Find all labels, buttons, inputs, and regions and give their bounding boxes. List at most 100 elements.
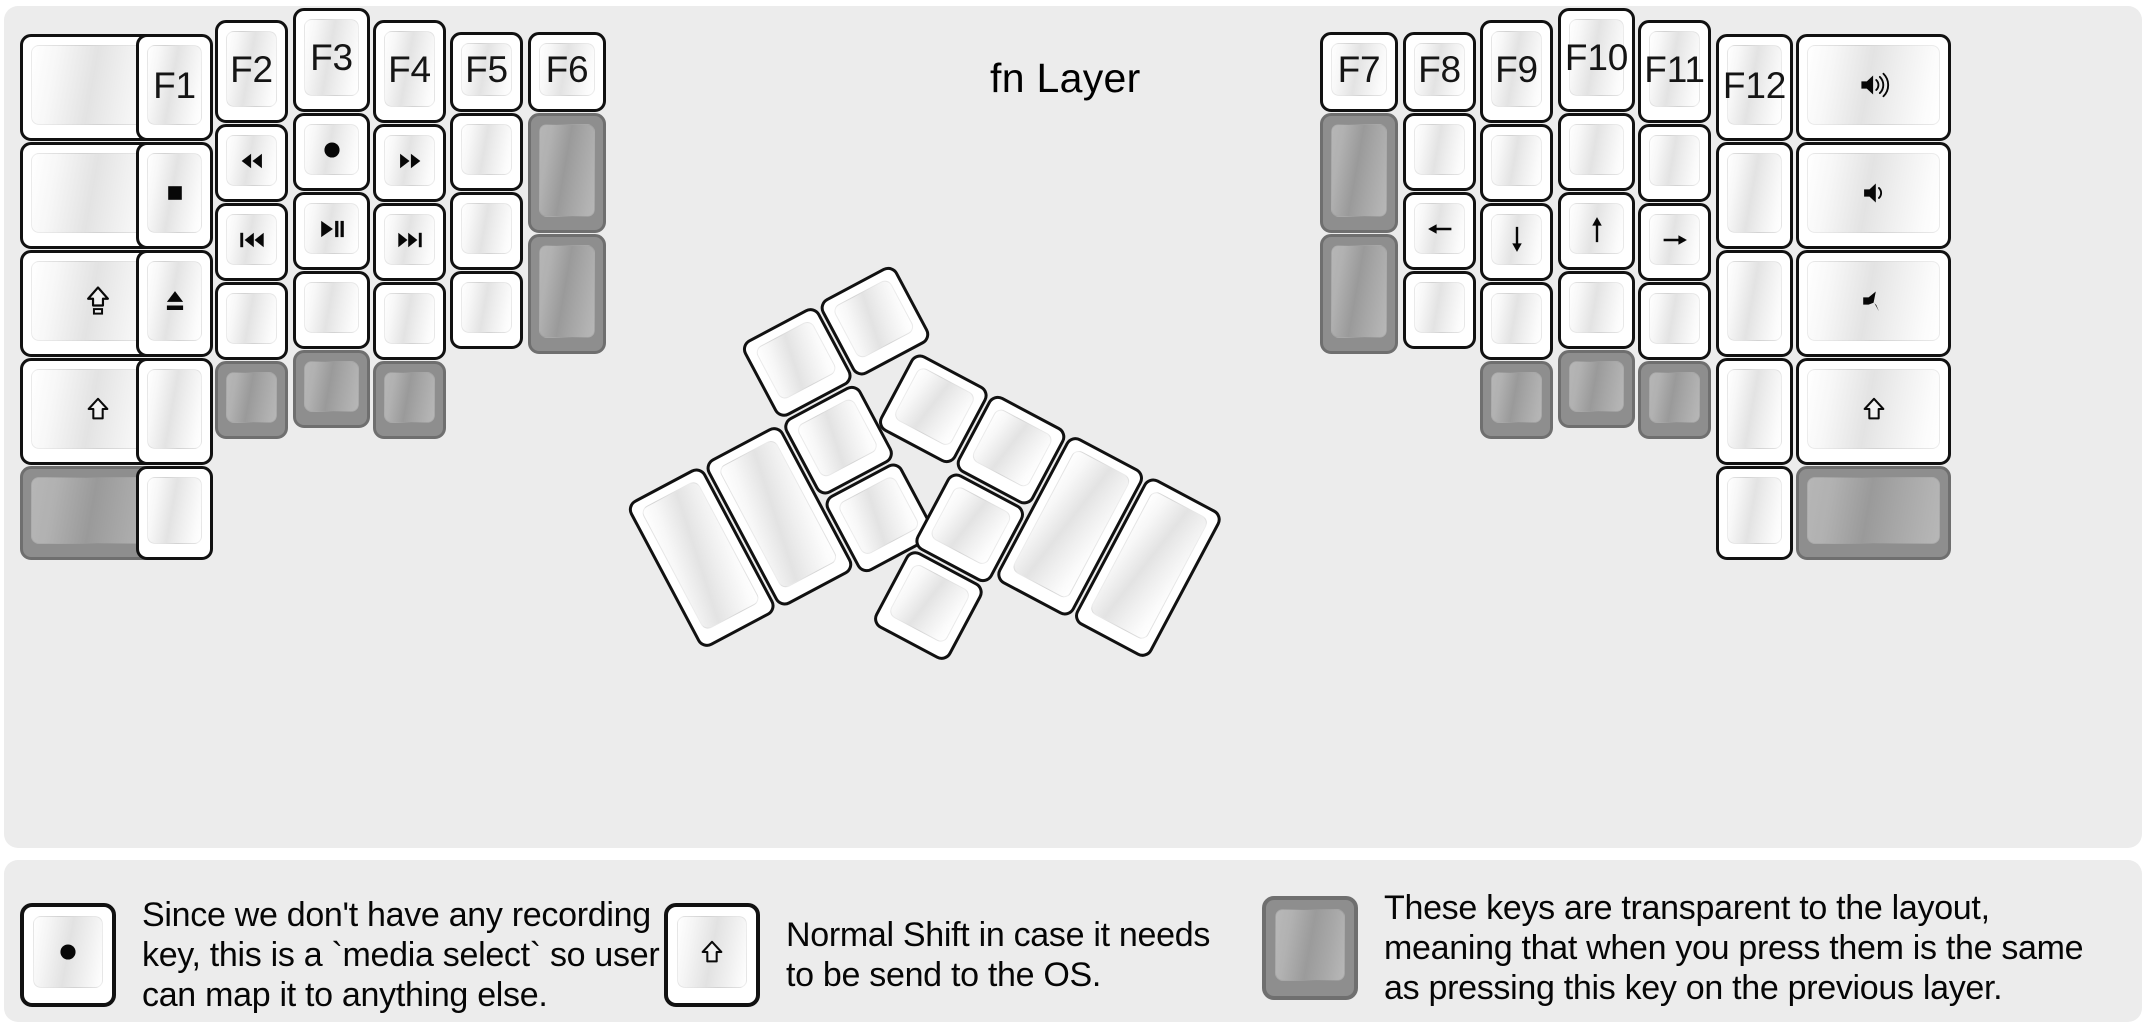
- thumb-key-7-cap: [892, 365, 977, 448]
- key-f10[interactable]: F10: [1558, 8, 1635, 112]
- key-transparent-4[interactable]: [373, 361, 446, 439]
- legend-transparent: These keys are transparent to the layout…: [1262, 888, 2084, 1008]
- legend-media-select-swatch: [20, 903, 116, 1008]
- key-blank-17[interactable]: [1638, 124, 1711, 202]
- key-transparent-12[interactable]: [1796, 466, 1951, 560]
- key-media-eject[interactable]: [136, 250, 213, 357]
- key-transparent-10[interactable]: [1558, 350, 1635, 428]
- key-blank-13[interactable]: [1480, 124, 1553, 202]
- key-f11[interactable]: F11: [1638, 20, 1711, 123]
- key-blank-4[interactable]: [136, 466, 213, 560]
- key-transparent-6[interactable]: [528, 234, 606, 354]
- key-f8[interactable]: F8: [1403, 32, 1476, 112]
- key-f9[interactable]: F9: [1480, 20, 1553, 123]
- key-arrow-down[interactable]: [1480, 203, 1553, 281]
- media-fast-forward-icon: [392, 143, 428, 179]
- key-f7[interactable]: F7: [1320, 32, 1398, 112]
- key-f12[interactable]: F12: [1716, 34, 1793, 141]
- key-f6-label: F6: [545, 49, 589, 90]
- legend-transparent-text: These keys are transparent to the layout…: [1384, 889, 2084, 1008]
- key-f6[interactable]: F6: [528, 32, 606, 112]
- key-f4-label: F4: [388, 48, 431, 90]
- key-blank-3[interactable]: [136, 358, 213, 465]
- key-blank-20-cap: [1727, 261, 1782, 341]
- key-transparent-4-cap: [384, 372, 435, 423]
- key-blank-14[interactable]: [1480, 282, 1553, 360]
- key-transparent-7[interactable]: [1320, 113, 1398, 233]
- key-volume-mute[interactable]: [1796, 250, 1951, 357]
- key-media-prev-cap: [226, 214, 277, 265]
- key-f2[interactable]: F2: [215, 20, 288, 123]
- key-f11-cap: F11: [1644, 31, 1705, 107]
- key-transparent-5[interactable]: [528, 113, 606, 233]
- key-media-rewind[interactable]: [215, 124, 288, 202]
- key-blank-8[interactable]: [450, 113, 523, 191]
- key-f4[interactable]: F4: [373, 20, 446, 123]
- key-blank-22[interactable]: [1716, 466, 1793, 560]
- key-f9-cap: F9: [1491, 31, 1542, 107]
- key-blank-18[interactable]: [1638, 282, 1711, 360]
- key-f3[interactable]: F3: [293, 8, 370, 112]
- key-f1[interactable]: F1: [136, 34, 213, 141]
- key-blank-11[interactable]: [1403, 113, 1476, 191]
- key-media-next-cap: [384, 214, 435, 265]
- key-blank-6[interactable]: [293, 271, 370, 349]
- key-f7-cap: F7: [1331, 43, 1387, 96]
- key-blank-5[interactable]: [215, 282, 288, 360]
- key-blank-19[interactable]: [1716, 142, 1793, 249]
- key-media-eject-cap: [147, 261, 202, 341]
- key-blank-13-cap: [1491, 135, 1542, 186]
- key-f10-cap: F10: [1565, 19, 1628, 96]
- key-f11-label: F11: [1644, 48, 1705, 90]
- key-media-rewind-cap: [226, 135, 277, 186]
- key-blank-21[interactable]: [1716, 358, 1793, 465]
- key-blank-17-cap: [1649, 135, 1700, 186]
- key-arrow-left[interactable]: [1403, 192, 1476, 270]
- key-f9-label: F9: [1495, 48, 1538, 90]
- key-media-next[interactable]: [373, 203, 446, 281]
- media-record-icon: [314, 132, 350, 168]
- key-volume-down[interactable]: [1796, 142, 1951, 249]
- key-arrow-up[interactable]: [1558, 192, 1635, 270]
- key-media-fastforward[interactable]: [373, 124, 446, 202]
- key-blank-16[interactable]: [1558, 271, 1635, 349]
- key-blank-3-cap: [147, 369, 202, 449]
- key-transparent-11[interactable]: [1638, 361, 1711, 439]
- key-shift-right[interactable]: [1796, 358, 1951, 465]
- media-record-icon: [50, 934, 86, 970]
- key-blank-16-cap: [1569, 282, 1624, 333]
- key-transparent-2-cap: [226, 372, 277, 423]
- key-f5[interactable]: F5: [450, 32, 523, 112]
- key-blank-18-cap: [1649, 293, 1700, 344]
- key-volume-up[interactable]: [1796, 34, 1951, 141]
- key-f12-label: F12: [1722, 64, 1787, 106]
- key-blank-7[interactable]: [373, 282, 446, 360]
- key-media-record[interactable]: [293, 113, 370, 191]
- key-shift-right-cap: [1807, 369, 1940, 449]
- key-transparent-2[interactable]: [215, 361, 288, 439]
- key-transparent-8[interactable]: [1320, 234, 1398, 354]
- key-media-prev[interactable]: [215, 203, 288, 281]
- key-blank-12[interactable]: [1403, 271, 1476, 349]
- key-transparent-3[interactable]: [293, 350, 370, 428]
- key-blank-20[interactable]: [1716, 250, 1793, 357]
- key-arrow-right[interactable]: [1638, 203, 1711, 281]
- legend-normal-shift-swatch-cap: [677, 916, 747, 988]
- media-eject-icon: [157, 283, 193, 319]
- key-blank-10-cap: [461, 282, 512, 333]
- legend-normal-shift-text: Normal Shift in case it needs to be send…: [786, 915, 1211, 994]
- key-transparent-9[interactable]: [1480, 361, 1553, 439]
- key-arrow-down-cap: [1491, 214, 1542, 265]
- key-blank-15[interactable]: [1558, 113, 1635, 191]
- key-f7-label: F7: [1337, 49, 1381, 90]
- key-volume-mute-cap: [1807, 261, 1940, 341]
- legend-panel: [4, 860, 2142, 1022]
- key-transparent-3-cap: [304, 361, 359, 412]
- key-blank-9[interactable]: [450, 192, 523, 270]
- key-blank-10[interactable]: [450, 271, 523, 349]
- key-transparent-5-cap: [539, 124, 595, 217]
- legend-transparent-swatch: [1262, 896, 1358, 1001]
- key-media-stop[interactable]: [136, 142, 213, 249]
- key-media-playpause[interactable]: [293, 192, 370, 270]
- media-next-track-icon: [392, 222, 428, 258]
